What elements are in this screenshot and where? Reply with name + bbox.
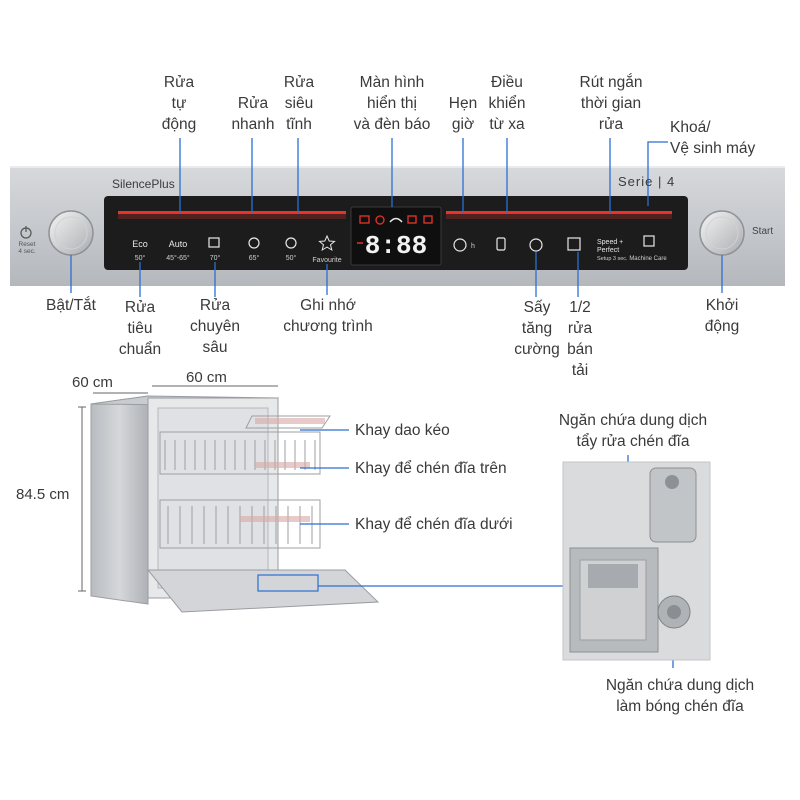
extra-dry-icon [529,238,543,252]
svg-text:Machine Care: Machine Care [629,256,667,262]
label-power: Bật/Tắt [46,297,96,314]
program-auto-label: Auto [169,239,188,249]
program-eco-label: Eco [132,239,148,249]
label-half: 1/2 rửa bán tải [567,299,593,379]
speed-perfect-label: Speed + [597,239,623,246]
quick-icon [248,237,260,249]
leader-lines [70,138,723,297]
start-button[interactable] [699,210,745,256]
program-icons: Eco 50° Auto 45°-65° 70° 65° 50° Favouri… [132,234,342,264]
svg-text:70°: 70° [210,254,221,262]
label-shorten: Rút ngắn thời gian rửa [579,74,643,133]
svg-text:Perfect: Perfect [597,247,619,254]
label-start: Khởi động [704,297,740,335]
svg-text:45°-65°: 45°-65° [166,254,190,262]
display-indicator-icons [357,215,433,244]
label-rinse-compartment: Ngăn chứa dung dịch làm bóng chén đĩa [605,677,755,715]
svg-text:h: h [471,243,475,250]
label-eco: Rửa tiêu chuẩn [118,299,162,358]
label-detergent-compartment: Ngăn chứa dung dịch tẩy rửa chén đĩa [558,412,708,450]
label-quick-wash: Rửa nhanh [231,95,275,133]
brand-label: SilencePlus [112,177,175,191]
display-screen [350,206,442,266]
timer-icon [453,238,467,252]
label-favourite: Ghi nhớ chương trình [283,297,373,335]
dimension-width: 60 cm [186,369,227,386]
series-label: Serie | 4 [618,174,676,189]
power-button[interactable] [48,210,94,256]
half-load-icon [567,237,581,251]
display-digits: 8:88 [365,231,427,261]
label-remote: Điều khiển từ xa [488,74,526,133]
dishwasher-illustration [78,385,380,613]
machine-care-icon [643,235,655,247]
remote-icon [496,237,506,251]
dimension-depth: 60 cm [72,374,113,391]
label-lower-rack: Khay để chén đĩa dưới [355,516,513,533]
dimension-height: 84.5 cm [16,486,70,503]
svg-text:50°: 50° [286,254,297,262]
option-icons: h Speed + Perfect Setup 3 sec. Machine C… [453,235,667,262]
label-lock: Khoá/ Vệ sinh máy [670,119,756,157]
label-intensive: Rửa chuyên sâu [190,297,240,356]
favourite-icon [318,234,336,252]
reset-label: Reset 4 sec. [18,241,36,255]
svg-text:65°: 65° [249,254,260,262]
label-display: Màn hình hiển thị và đèn báo [353,74,431,133]
label-auto-wash: Rửa tự động [161,74,197,133]
label-dry: Sấy tăng cường [514,299,560,358]
label-super-quiet: Rửa siêu tĩnh [283,74,315,133]
program-led-bars [118,211,672,219]
label-timer: Hẹn giờ [448,95,478,133]
label-upper-rack: Khay để chén đĩa trên [355,460,507,477]
intensive-icon [208,237,220,248]
dispenser-photo [562,461,711,661]
start-text: Start [752,226,774,237]
svg-text:Setup 3 sec.: Setup 3 sec. [597,256,628,262]
svg-text:50°: 50° [135,254,146,262]
label-cutlery-tray: Khay dao kéo [355,422,450,439]
silence-icon [285,237,297,249]
svg-text:Favourite: Favourite [312,257,341,264]
